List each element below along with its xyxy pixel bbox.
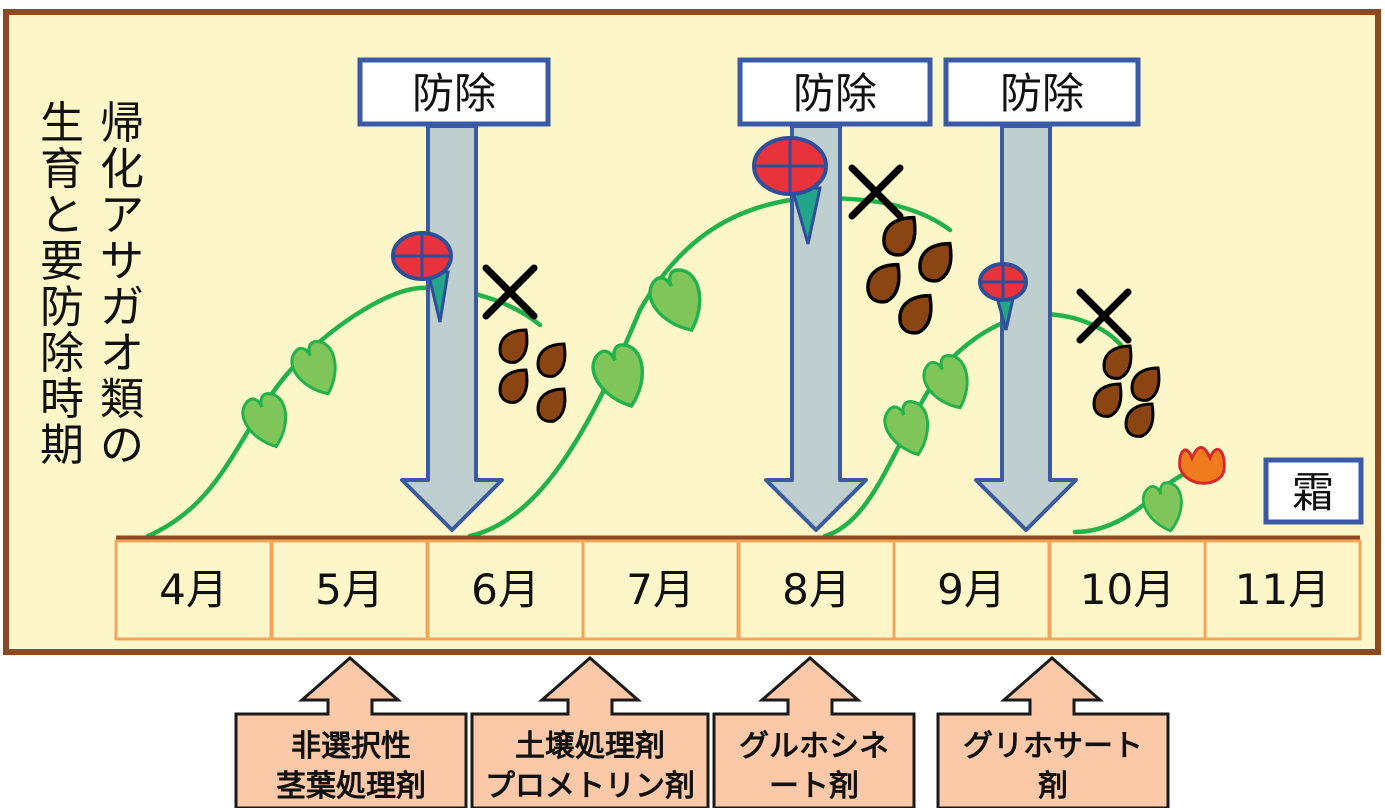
- flower-bud-icon: [391, 231, 453, 323]
- month-label: 10月: [1080, 565, 1175, 614]
- month-label: 9月: [937, 565, 1006, 614]
- vertical-title: 帰化アサガオ類の 生育と要防除時期: [40, 98, 144, 471]
- month-cell: [270, 539, 429, 641]
- herbicide-box: [470, 656, 710, 808]
- title-char: ア: [100, 190, 144, 241]
- control-box-3: [943, 57, 1141, 127]
- control-arrow-1: [400, 124, 504, 532]
- month-cell: [581, 539, 740, 641]
- control-labels: 防除 防除 防除: [357, 57, 1141, 127]
- title-char: 生: [40, 98, 84, 149]
- title-char: と: [40, 190, 84, 241]
- title-char: オ: [100, 328, 144, 379]
- title-char: の: [100, 420, 144, 471]
- flowers: [391, 136, 1226, 485]
- herbicide-label: グルホシネ: [739, 729, 889, 764]
- tulip-flower-icon: [1178, 446, 1226, 485]
- control-box-1: [357, 57, 551, 127]
- herbicide-label: 剤: [1037, 769, 1068, 804]
- control-arrow-2: [764, 124, 868, 532]
- title-char: 要: [40, 236, 84, 287]
- month-label: 8月: [782, 565, 851, 614]
- x-marks: [482, 164, 1132, 344]
- title-char: 育: [40, 144, 84, 195]
- herbicide-label: ート剤: [769, 769, 859, 804]
- title-char: 帰: [100, 98, 144, 149]
- herbicide-label: プロメトリン剤: [485, 769, 695, 804]
- herbicide-label: グリホサート: [963, 729, 1143, 764]
- flower-bud-icon: [978, 262, 1028, 331]
- month-cell: [892, 539, 1051, 641]
- month-label: 5月: [315, 565, 384, 614]
- frost-label: 霜: [1292, 468, 1334, 517]
- month-label: 7月: [626, 565, 695, 614]
- frost-box: 霜: [1263, 457, 1364, 525]
- flower-bud-icon: [752, 136, 828, 245]
- title-char: 化: [100, 144, 144, 195]
- month-label: 6月: [471, 565, 540, 614]
- control-label-1: 防除: [412, 69, 496, 118]
- month-label: 4月: [159, 565, 228, 614]
- control-arrows: [400, 124, 1078, 532]
- month-label: 11月: [1235, 565, 1330, 614]
- control-label-3: 防除: [1000, 69, 1084, 118]
- title-line-1: 帰化アサガオ類の: [100, 98, 144, 471]
- title-char: 期: [40, 420, 84, 471]
- herbicide-box: [234, 656, 468, 808]
- title-char: 類: [100, 374, 144, 425]
- title-line-2: 生育と要防除時期: [40, 98, 84, 471]
- vine-3: [822, 311, 1128, 539]
- title-char: サ: [100, 236, 144, 287]
- control-box-2: [737, 57, 933, 127]
- month-cell: [426, 539, 585, 641]
- month-cell: [1203, 539, 1362, 641]
- herbicide-box: [712, 656, 916, 808]
- herbicide-label: 茎葉処理剤: [276, 769, 426, 804]
- herbicide-box: [936, 656, 1170, 808]
- control-arrow-3: [974, 124, 1078, 532]
- x-mark: [848, 164, 904, 220]
- herbicide-label: 非選択性: [291, 729, 411, 764]
- title-char: 防: [40, 282, 84, 333]
- herbicide-label: 土壌処理剤: [515, 729, 665, 764]
- x-mark: [1076, 288, 1132, 344]
- title-char: 時: [40, 374, 84, 425]
- control-label-2: 防除: [793, 69, 877, 118]
- x-mark: [482, 264, 538, 320]
- month-bar: 4月 5月 6月 7月 8月 9月 10月 11月: [114, 535, 1362, 641]
- title-char: 除: [40, 328, 84, 379]
- title-char: ガ: [100, 282, 144, 333]
